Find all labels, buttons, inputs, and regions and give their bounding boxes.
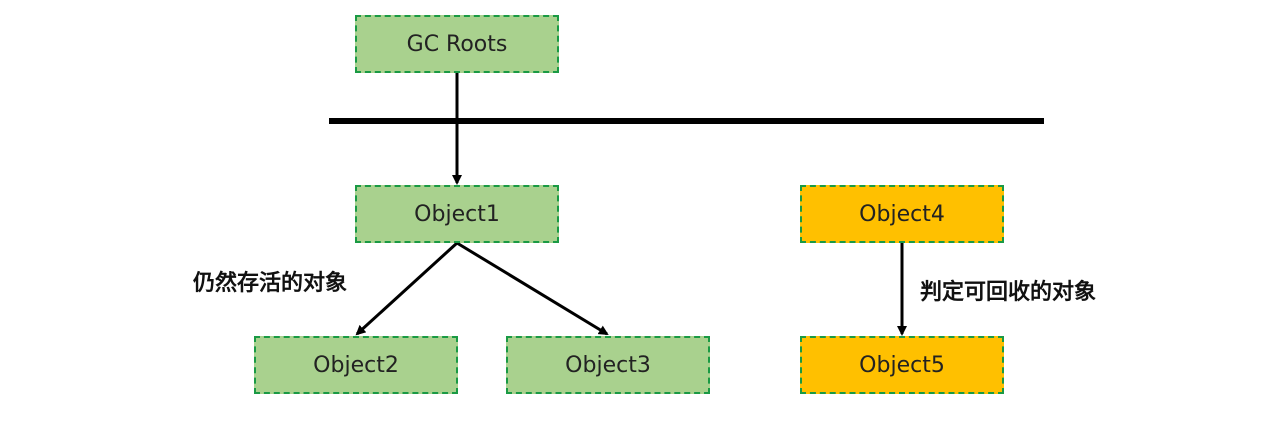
arrow-object1-to-object3 [456,241,609,336]
alive-objects-label: 仍然存活的对象 [193,271,348,296]
object1-node: Object1 [355,185,559,243]
collectible-objects-label: 判定可回收的对象 [920,280,1097,305]
gc-roots-node: GC Roots [355,15,559,73]
object5-node: Object5 [800,336,1004,394]
object3-node: Object3 [506,336,710,394]
object4-node: Object4 [800,185,1004,243]
object2-node: Object2 [254,336,458,394]
arrow-object1-to-object2 [355,241,459,336]
